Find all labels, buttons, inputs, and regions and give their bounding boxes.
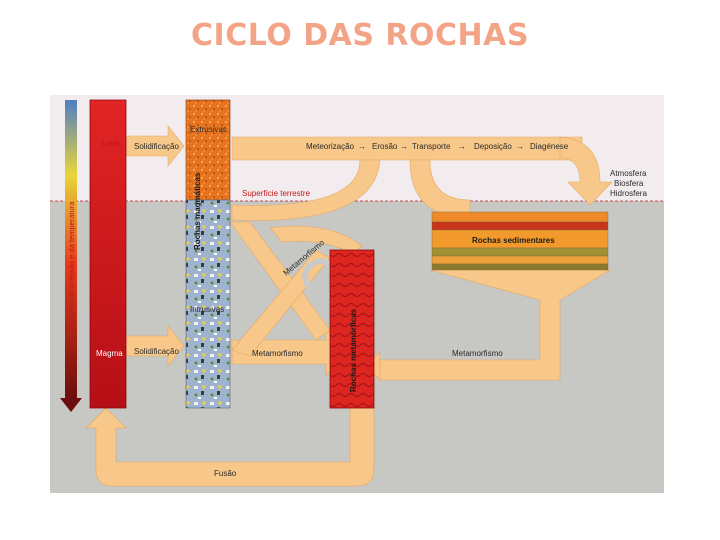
meteorization-label: Meteorização [306, 142, 355, 151]
axis-label: Aumento da pressão e da temperatura [67, 201, 76, 330]
metamorphic-rocks [329, 249, 375, 409]
erosion-label: Erosão [372, 142, 398, 151]
metamorphic-rocks-label: Rochas metamórficas [349, 308, 358, 392]
solidification-bottom-label: Solidificação [134, 347, 179, 356]
intrusive-label: Intrusivas [190, 305, 224, 314]
sedimentary-rocks [431, 211, 609, 271]
deposition-label: Deposição [474, 142, 512, 151]
surface-label: Superfície terrestre [242, 189, 311, 198]
svg-text:→: → [400, 142, 408, 151]
atmosphere-label: Atmosfera [610, 169, 647, 178]
lava-label: Lava [102, 139, 120, 148]
magma-column [89, 99, 127, 409]
svg-text:→: → [358, 142, 366, 151]
extrusive-label: Extrusivas [190, 125, 227, 134]
fusion-label: Fusão [214, 469, 237, 478]
svg-text:→: → [516, 142, 524, 151]
svg-text:→: → [458, 142, 466, 151]
magmatic-rocks-label: Rochas magmáticas [193, 172, 202, 250]
sedimentary-rocks-label: Rochas sedimentares [472, 236, 555, 245]
intrusive-rocks [185, 199, 231, 409]
biosphere-label: Biosfera [614, 179, 644, 188]
page-title: CICLO DAS ROCHAS [191, 18, 529, 53]
metamorphism-right-label: Metamorfismo [452, 349, 503, 358]
diagenesis-label: Diagénese [530, 142, 569, 151]
magma-label: Magma [96, 349, 123, 358]
hydrosphere-label: Hidrosfera [610, 189, 647, 198]
solidification-top-label: Solidificação [134, 142, 179, 151]
metamorphism-left-label: Metamorfismo [252, 349, 303, 358]
transport-label: Transporte [412, 142, 451, 151]
process-labels: Meteorização Erosão Transporte Deposição… [306, 142, 569, 151]
pressure-temperature-axis [60, 100, 82, 412]
metamorphism-loop-icon [302, 258, 334, 292]
